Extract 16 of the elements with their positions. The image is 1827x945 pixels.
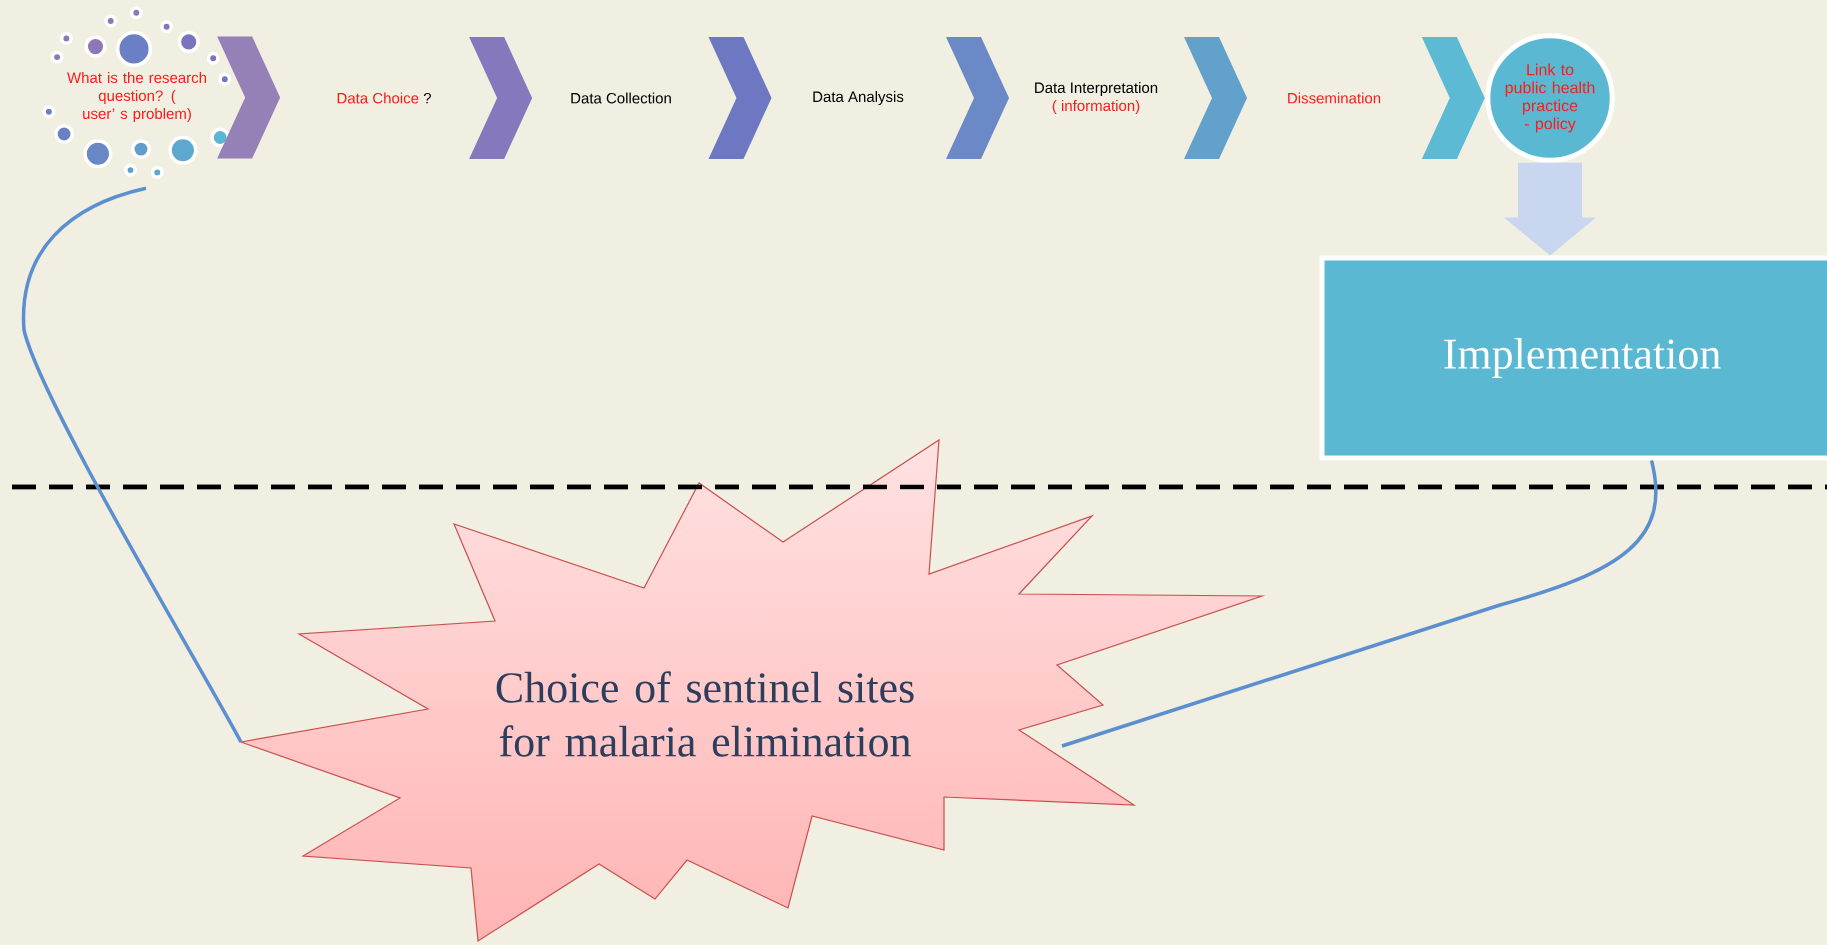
implementation-box: Implementation: [1319, 255, 1827, 461]
connector-line: [1061, 460, 1658, 748]
chevron-arrow: [1421, 37, 1485, 159]
chevron-arrow: [708, 37, 772, 159]
step-label: Dissemination: [1288, 92, 1381, 104]
step-label: Data Interpretation ( information): [1035, 82, 1158, 114]
question-text: What is the research question? ( user’ s problem): [67, 72, 207, 122]
step-label: Data Collection: [571, 92, 671, 104]
chevron-arrow: [217, 36, 281, 159]
chevron-arrow: [469, 37, 533, 159]
chevron-arrow: [946, 37, 1009, 159]
block-arrow: [1504, 162, 1596, 256]
connector-line: [22, 186, 243, 743]
step-label: Data Analysis: [813, 91, 904, 105]
step-label: Data Choice ?: [337, 92, 431, 104]
chevron-arrow: [1184, 37, 1247, 159]
